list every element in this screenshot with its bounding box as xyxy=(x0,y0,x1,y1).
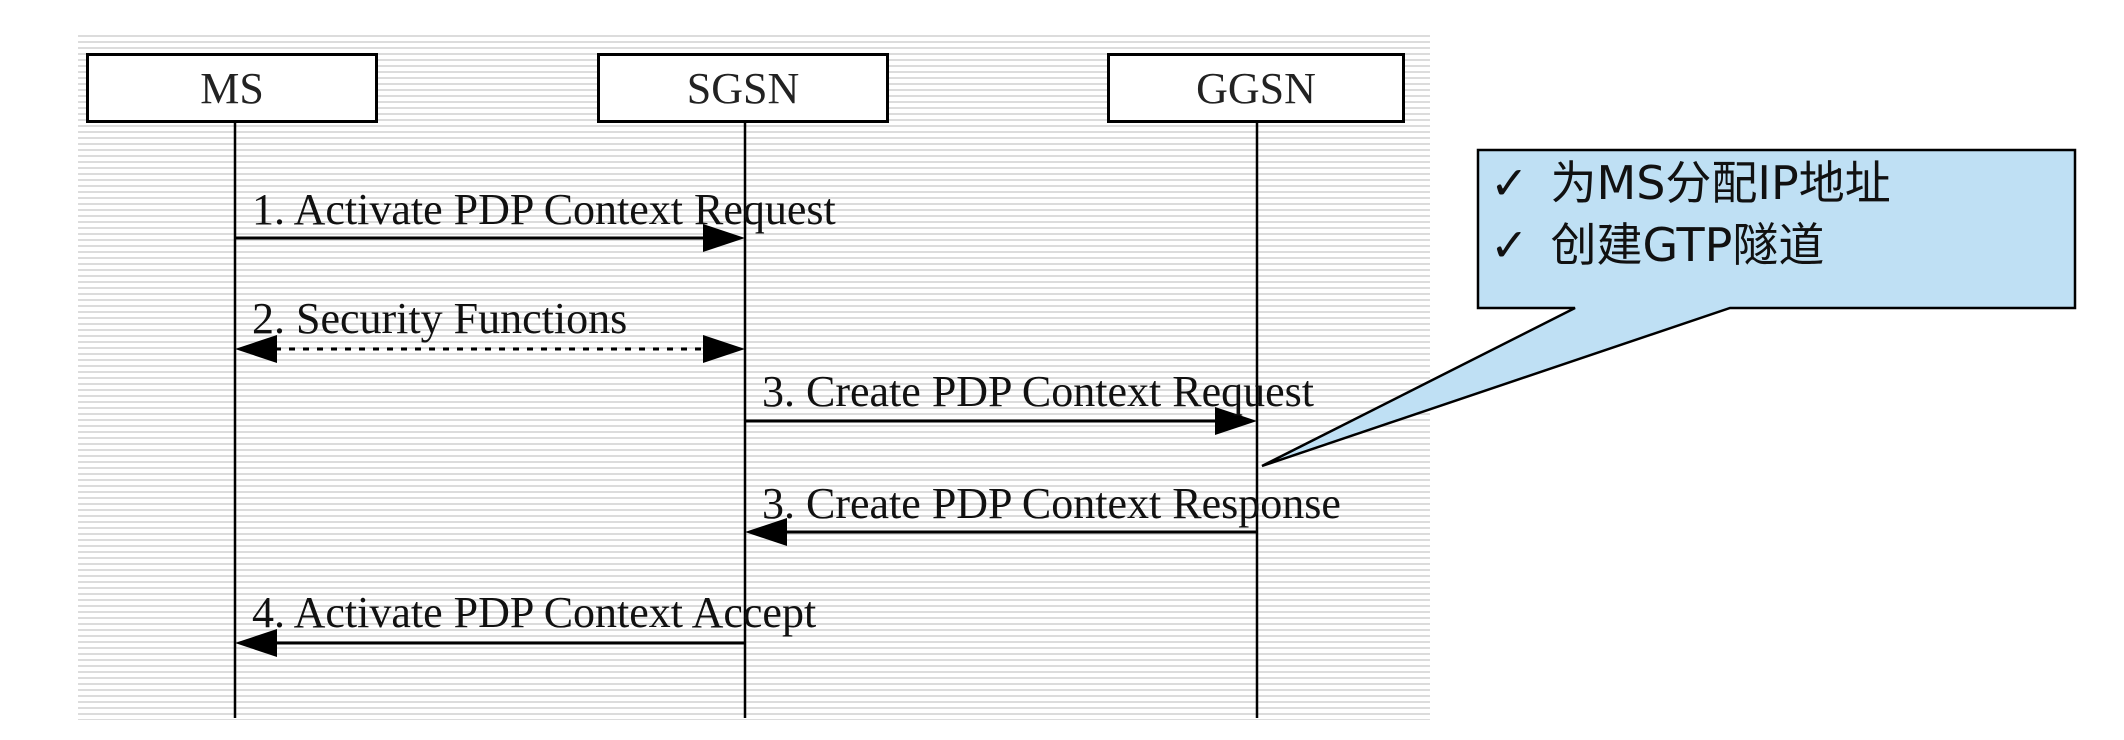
message-2-label: 2. Security Functions xyxy=(252,294,628,343)
message-3-response-arrow xyxy=(745,518,1257,546)
check-icon: ✓ xyxy=(1490,218,1529,272)
message-1-label: 1. Activate PDP Context Request xyxy=(252,185,836,234)
callout-item-2: ✓ 创建GTP隧道 xyxy=(1490,214,1891,276)
message-3-response-label: 3. Create PDP Context Response xyxy=(762,479,1341,528)
callout-item-1: ✓ 为MS分配IP地址 xyxy=(1490,152,1891,214)
callout-text: ✓ 为MS分配IP地址 ✓ 创建GTP隧道 xyxy=(1490,152,1891,276)
ggsn-entity-label: GGSN xyxy=(1196,63,1316,113)
check-icon: ✓ xyxy=(1490,156,1529,210)
diagram-background xyxy=(78,35,1430,720)
callout-shape xyxy=(1261,148,2077,468)
ms-entity-box: MS xyxy=(86,53,378,123)
message-1-arrow xyxy=(235,224,745,252)
callout-item-2-text: 创建GTP隧道 xyxy=(1550,218,1825,272)
callout-item-1-text: 为MS分配IP地址 xyxy=(1550,156,1891,210)
message-2-arrow xyxy=(235,335,745,363)
sgsn-entity-box: SGSN xyxy=(597,53,889,123)
sgsn-entity-label: SGSN xyxy=(686,63,800,113)
message-4-label: 4. Activate PDP Context Accept xyxy=(252,588,817,637)
message-3-request-arrow xyxy=(745,407,1257,435)
message-3-request-label: 3. Create PDP Context Request xyxy=(762,367,1314,416)
message-4-arrow xyxy=(235,629,745,657)
ms-entity-label: MS xyxy=(200,63,264,113)
ggsn-entity-box: GGSN xyxy=(1107,53,1405,123)
